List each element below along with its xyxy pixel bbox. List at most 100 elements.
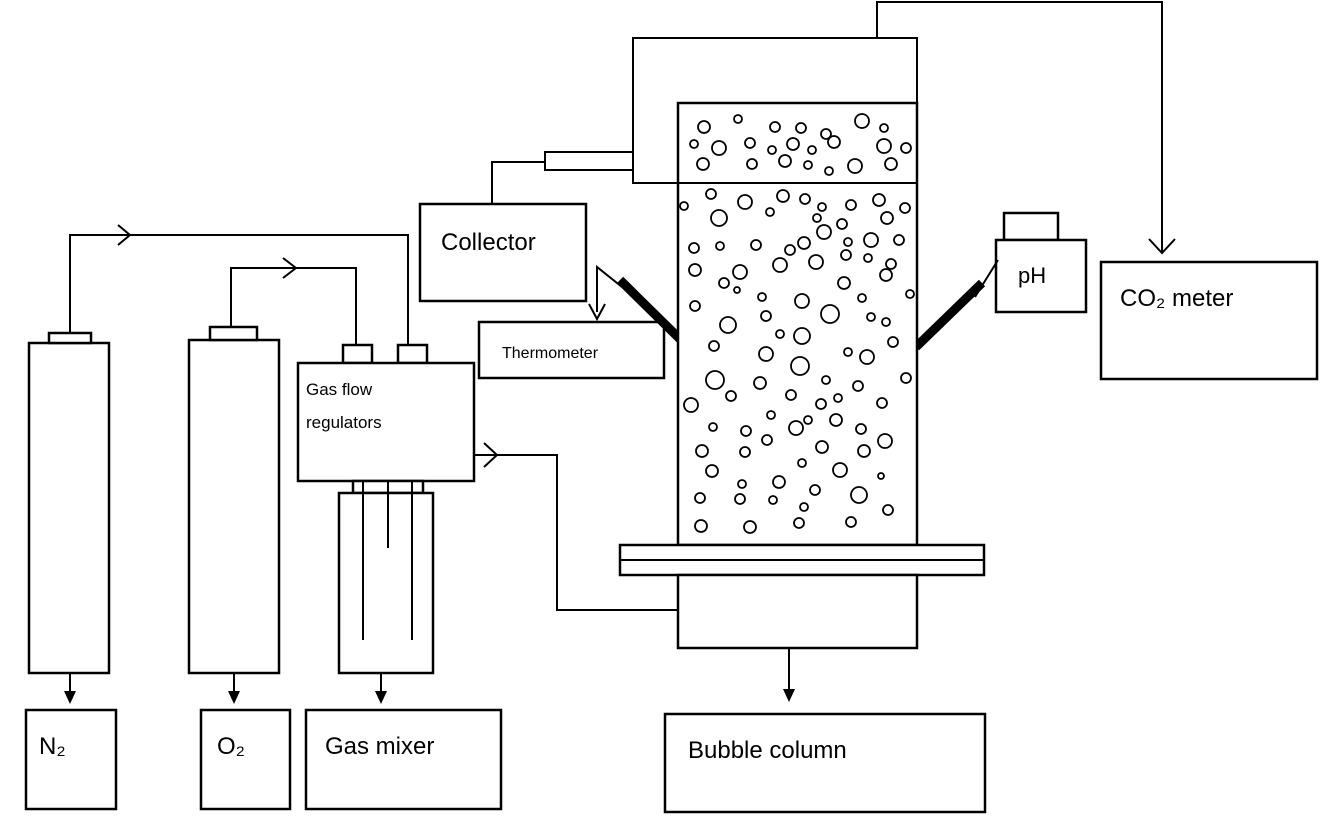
- n2-label-box: N₂: [24, 708, 118, 811]
- n2-label: N₂: [39, 733, 66, 760]
- arrow-head: [588, 303, 606, 322]
- n2-arrow: [64, 673, 76, 704]
- bubble: [784, 244, 796, 256]
- n2-cylinder: [27, 331, 111, 675]
- bubble: [743, 520, 757, 534]
- o2-cylinder: [187, 325, 281, 675]
- bubble: [812, 213, 822, 223]
- collector-label: Collector: [441, 229, 536, 256]
- bubble-column: [618, 101, 986, 650]
- bubble: [776, 189, 790, 203]
- bubble: [790, 356, 810, 376]
- bubble: [837, 276, 851, 290]
- gas-mixer-arrow: [375, 673, 387, 704]
- bubble: [708, 422, 718, 432]
- bubble: [893, 234, 905, 246]
- co2-meter-label: CO₂ meter: [1120, 285, 1233, 312]
- bubble: [732, 264, 748, 280]
- gas-mixer-vessel: [337, 479, 435, 675]
- bubble: [876, 138, 892, 154]
- bubble: [797, 236, 811, 250]
- bubble: [711, 140, 727, 156]
- bubble: [845, 516, 857, 528]
- bubble: [863, 232, 879, 248]
- flow-direction-chevron: [483, 442, 499, 468]
- bubble: [753, 376, 767, 390]
- o2-gas-line: [230, 257, 357, 345]
- thermometer-probe-line: [588, 264, 623, 322]
- bubble: [760, 310, 772, 322]
- thermometer-label: Thermometer: [502, 345, 599, 362]
- bubble: [881, 317, 891, 327]
- gas-flow-regulators: Gas flow regulators: [296, 343, 476, 483]
- bubble: [857, 444, 871, 458]
- bubble: [710, 209, 728, 227]
- bubble: [843, 237, 853, 247]
- bubble: [820, 128, 832, 140]
- bubble: [766, 410, 776, 420]
- bubble: [863, 253, 873, 263]
- co2-meter: CO₂ meter: [1099, 260, 1319, 381]
- bubble: [705, 188, 717, 200]
- bubble: [768, 495, 778, 505]
- n2-gas-line: [69, 224, 409, 345]
- bubble: [880, 211, 894, 225]
- bubble: [739, 446, 751, 458]
- bubble: [733, 114, 743, 124]
- bubble: [885, 258, 897, 270]
- ph-meter: pH: [994, 211, 1088, 314]
- bubble: [872, 193, 886, 207]
- bubble: [807, 145, 817, 155]
- bubble: [816, 224, 832, 240]
- bubble: [803, 160, 813, 170]
- bubble: [765, 207, 775, 217]
- ph-probe: [912, 279, 986, 351]
- bubble: [815, 440, 829, 454]
- bubble: [733, 286, 741, 294]
- thermometer-probe: [616, 276, 688, 347]
- bubble: [696, 157, 710, 171]
- bubble: [855, 423, 867, 435]
- bubble: [689, 300, 701, 312]
- bubble: [843, 347, 853, 357]
- bubble: [829, 413, 843, 427]
- bubble: [852, 380, 864, 392]
- bubble: [694, 519, 708, 533]
- gas-flow-regulators-label-line2: regulators: [306, 413, 382, 432]
- bubble: [734, 493, 746, 505]
- bubble: [788, 420, 804, 436]
- gas-bubbles: [679, 113, 915, 534]
- bubble: [808, 254, 824, 270]
- bubble: [758, 346, 774, 362]
- flow-direction-chevron: [282, 257, 298, 279]
- bubble: [778, 154, 792, 168]
- bubble: [859, 349, 875, 365]
- bubble: [882, 504, 894, 516]
- bubble: [772, 475, 786, 489]
- o2-arrow: [228, 673, 240, 704]
- gas-mixer-label: Gas mixer: [325, 733, 434, 760]
- gas-mixer-label-box: Gas mixer: [304, 708, 503, 811]
- bubble: [821, 375, 831, 385]
- bubble: [815, 398, 827, 410]
- gas-flow-regulators-label-line1: Gas flow: [306, 380, 373, 399]
- bubble: [688, 263, 702, 277]
- bubble: [794, 293, 810, 309]
- bubble: [718, 277, 730, 289]
- arrow-head: [1148, 238, 1176, 255]
- bubble: [877, 433, 893, 449]
- bubble: [697, 120, 711, 134]
- bubble: [719, 316, 737, 334]
- o2-label-box: O₂: [199, 708, 292, 811]
- bubble: [708, 340, 720, 352]
- bubble: [817, 202, 827, 212]
- bubble: [746, 158, 758, 170]
- bubble: [793, 327, 811, 345]
- bubble-column-label: Bubble column: [688, 737, 847, 764]
- bubble: [832, 462, 848, 478]
- collector-outlet-line: [491, 151, 634, 204]
- bubble: [847, 158, 863, 174]
- bubble: [705, 370, 725, 390]
- bubble: [900, 142, 912, 154]
